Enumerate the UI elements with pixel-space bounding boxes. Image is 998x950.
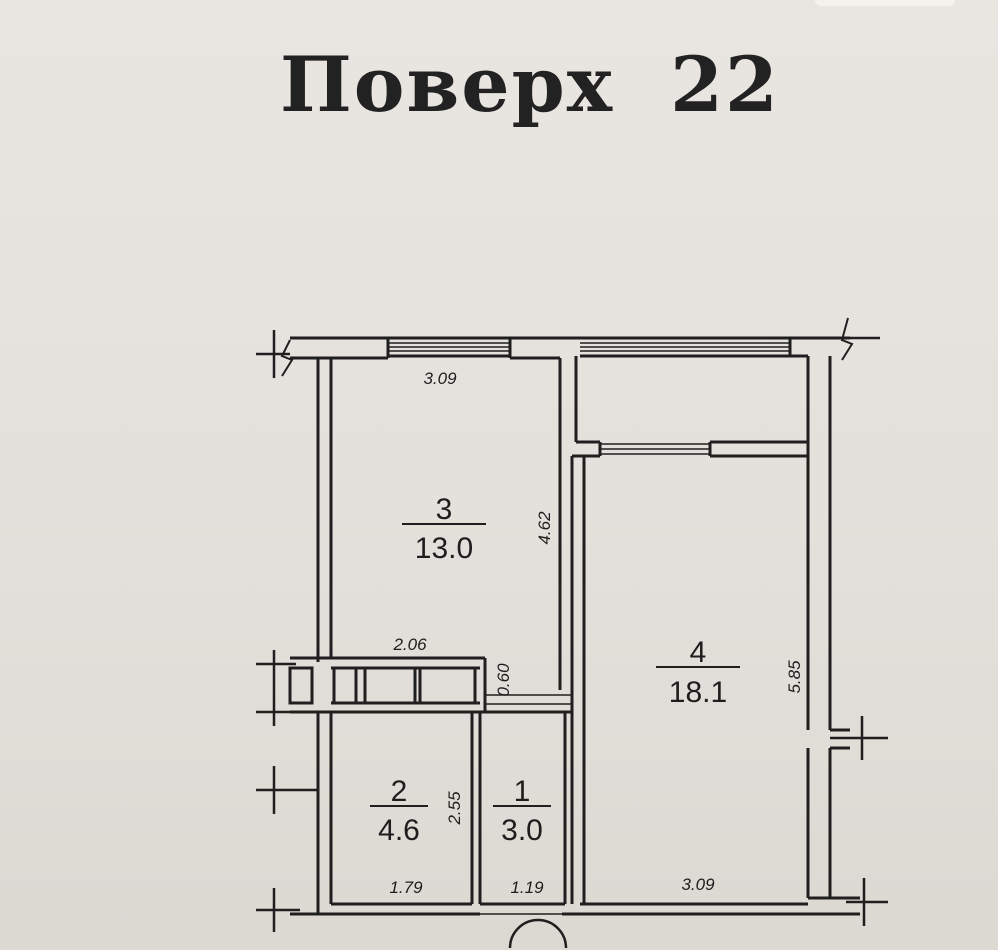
entrance-door bbox=[480, 913, 568, 949]
room-4-area: 18.1 bbox=[669, 676, 727, 709]
dim-room1-width: 1.19 bbox=[510, 878, 544, 897]
balcony bbox=[510, 356, 808, 690]
room-fraction-lines bbox=[370, 523, 740, 807]
floor-label: Поверх bbox=[280, 40, 615, 129]
dim-corridor-width: 2.06 bbox=[392, 635, 427, 654]
room-2-area: 4.6 bbox=[378, 814, 420, 847]
outer-walls bbox=[290, 336, 860, 916]
dim-room4-width: 3.09 bbox=[681, 875, 715, 894]
room-1-number: 1 bbox=[514, 775, 531, 808]
room-2-1-walls bbox=[331, 704, 574, 904]
screen-edge-tab bbox=[815, 0, 955, 6]
room-4-number: 4 bbox=[690, 636, 707, 669]
window-top-left bbox=[386, 336, 512, 358]
dim-room4-depth: 5.85 bbox=[785, 660, 804, 694]
room-2-number: 2 bbox=[391, 775, 408, 808]
room-3-number: 3 bbox=[436, 493, 453, 526]
dim-room2-depth: 2.55 bbox=[445, 791, 464, 826]
room-1-area: 3.0 bbox=[501, 814, 543, 847]
axis-markers bbox=[256, 317, 888, 932]
dim-corridor-depth: 0.60 bbox=[494, 663, 513, 697]
room-4-walls bbox=[570, 454, 600, 904]
page-title: Поверх 22 bbox=[280, 40, 780, 129]
window-top-right bbox=[580, 336, 792, 358]
dim-room3-depth: 4.62 bbox=[535, 511, 554, 545]
room-3-area: 13.0 bbox=[415, 532, 473, 565]
dim-room2-width: 1.79 bbox=[389, 878, 423, 897]
dim-room3-width: 3.09 bbox=[423, 369, 457, 388]
corridor-block bbox=[288, 656, 572, 714]
floor-number: 22 bbox=[670, 40, 780, 129]
